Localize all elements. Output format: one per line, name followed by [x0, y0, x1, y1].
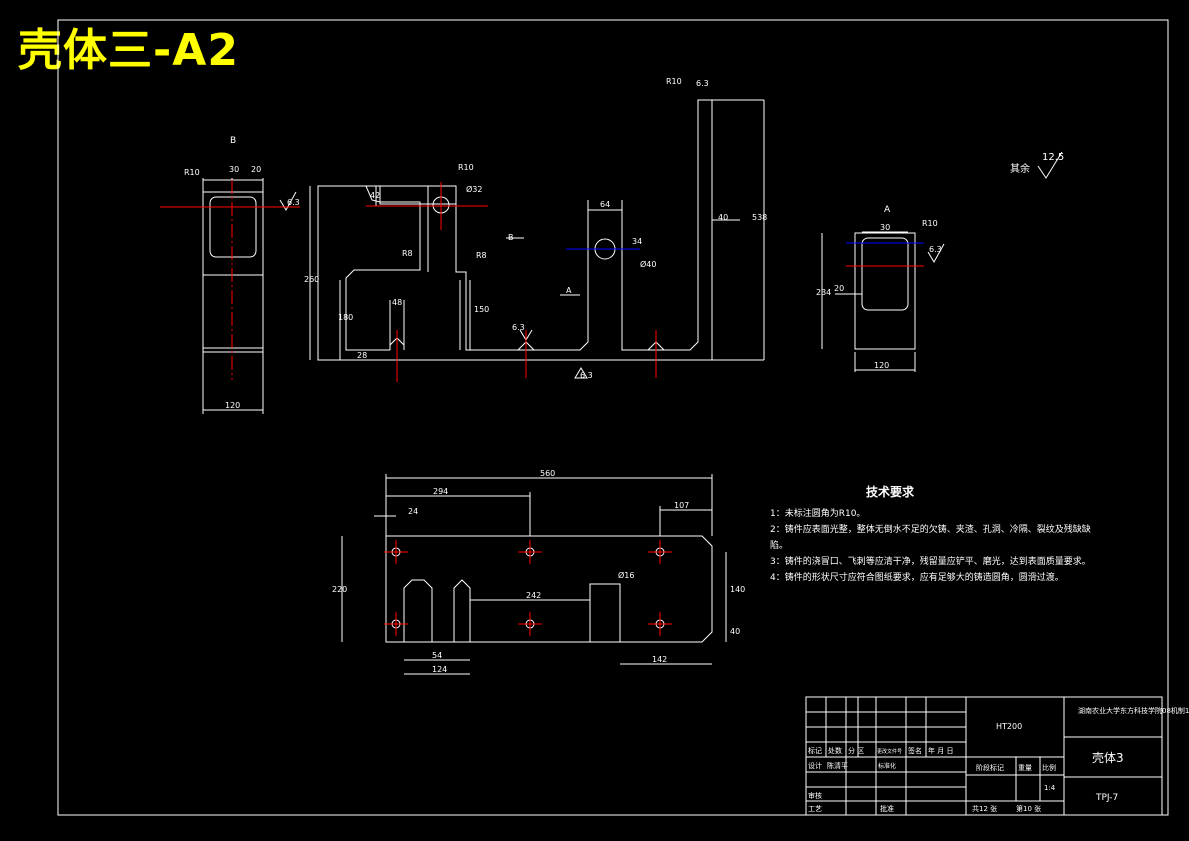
- tb-weight-label: 重量: [1018, 764, 1032, 772]
- tb-label-biaoji: 标记: [808, 746, 822, 755]
- tb-sheets-total: 共12 张: [972, 804, 997, 813]
- front-h180: 180: [338, 313, 353, 322]
- view-b-r10: R10: [184, 168, 200, 177]
- requirements-heading: 技术要求: [865, 485, 914, 499]
- front-rough-bottom: 6.3: [580, 371, 593, 380]
- view-b-w120: 120: [225, 401, 240, 410]
- view-a-w120: 120: [874, 361, 889, 370]
- tb-scale: 1:4: [1044, 784, 1056, 792]
- tb-stage-label: 阶段标记: [976, 763, 1004, 772]
- front-h150: 150: [474, 305, 489, 314]
- view-a-w20: 20: [834, 284, 844, 293]
- top-w242: 242: [526, 591, 541, 600]
- top-w107: 107: [674, 501, 689, 510]
- roughness-symbol-icon: [1037, 151, 1063, 179]
- tb-label-shenhe: 审核: [808, 791, 822, 800]
- other-roughness-label: 其余: [1010, 162, 1030, 175]
- top-h140: 140: [730, 585, 745, 594]
- view-a-label: A: [884, 205, 891, 215]
- tb-label-qianming: 签名: [908, 746, 922, 755]
- requirement-item: 1：未标注圆角为R10。: [770, 509, 866, 519]
- front-w48: 48: [392, 298, 402, 307]
- front-h34: 34: [632, 237, 642, 246]
- view-b: [202, 178, 297, 414]
- tb-label-gaiwenjian: 更改文件号: [877, 748, 902, 755]
- tb-material: HT200: [996, 722, 1022, 731]
- section-mark-a: A: [566, 286, 572, 295]
- top-view: [341, 474, 727, 675]
- border-frame: [57, 19, 1169, 816]
- front-h28: 28: [357, 351, 367, 360]
- front-rough-side: 6.3: [512, 323, 525, 332]
- front-rough-top: 6.3: [696, 79, 709, 88]
- top-w124: 124: [432, 665, 447, 674]
- front-r8-right: R8: [476, 251, 487, 260]
- front-view: [309, 99, 765, 379]
- front-h42: 42: [370, 191, 380, 200]
- top-w24: 24: [408, 507, 418, 516]
- tb-label-pizhun: 批准: [880, 804, 894, 813]
- view-b-w30: 30: [229, 165, 239, 174]
- tb-label-fenqu: 分 区: [848, 746, 864, 755]
- title-block: [805, 696, 1163, 816]
- front-w40: 40: [718, 213, 728, 222]
- front-d40: Ø40: [640, 259, 656, 269]
- view-a-w30: 30: [880, 223, 890, 232]
- tb-label-chushu: 处数: [828, 746, 842, 755]
- front-d32: Ø32: [466, 184, 482, 194]
- tb-scale-label: 比例: [1042, 763, 1056, 772]
- view-b-w20: 20: [251, 165, 261, 174]
- requirement-item: 4：铸件的形状尺寸应符合图纸要求，应有足够大的铸造圆角，圆滑过渡。: [770, 573, 1064, 583]
- front-r10-top: R10: [458, 163, 474, 172]
- top-w560: 560: [540, 469, 555, 478]
- tb-school: 湖南农业大学东方科技学院08机制1班: [1078, 706, 1189, 715]
- tb-sheet-no: 第10 张: [1016, 804, 1041, 813]
- front-r8-left: R8: [402, 249, 413, 258]
- requirement-item: 2：铸件应表面光整，整体无倒水不足的欠铸、夹渣、孔洞、冷隔、裂纹及残缺缺: [770, 525, 1091, 535]
- tb-label-biaozhunhua: 标准化: [878, 762, 896, 770]
- sheet-title: 壳体三-A2: [18, 25, 239, 76]
- tb-label-nianyueri: 年 月 日: [928, 746, 953, 755]
- top-w54: 54: [432, 651, 442, 660]
- tb-label-sheji: 设计: [808, 761, 822, 770]
- view-a-h234: 234: [816, 288, 831, 297]
- top-h40: 40: [730, 627, 740, 636]
- view-b-label: B: [230, 136, 236, 146]
- tb-drawing-no: TPJ-7: [1095, 793, 1118, 803]
- requirement-item: 陷。: [770, 541, 789, 551]
- front-h260: 260: [304, 275, 319, 284]
- view-a-rough: 6.3: [929, 245, 942, 254]
- requirement-item: 3：铸件的浇冒口、飞刺等应清干净，残留量应铲平、磨光，达到表面质量要求。: [770, 557, 1091, 567]
- top-d16: Ø16: [618, 570, 634, 580]
- top-h220: 220: [332, 585, 347, 594]
- front-r10-right: R10: [666, 77, 682, 86]
- top-w142: 142: [652, 655, 667, 664]
- other-roughness-value: 12.5: [1042, 152, 1064, 163]
- view-a-r10: R10: [922, 219, 938, 228]
- tb-designer: 陈清平: [827, 761, 848, 770]
- front-w64: 64: [600, 200, 610, 209]
- top-w294: 294: [433, 487, 448, 496]
- tb-part-name: 壳体3: [1092, 751, 1124, 765]
- view-b-rough: 6.3: [287, 198, 300, 207]
- section-mark-b: B: [508, 233, 514, 242]
- front-h538: 538: [752, 213, 767, 222]
- view-a: [821, 231, 945, 372]
- tb-label-gongyi: 工艺: [808, 805, 822, 813]
- technical-requirements: 技术要求 1：未标注圆角为R10。 2：铸件应表面光整，整体无倒水不足的欠铸、夹…: [770, 484, 1140, 586]
